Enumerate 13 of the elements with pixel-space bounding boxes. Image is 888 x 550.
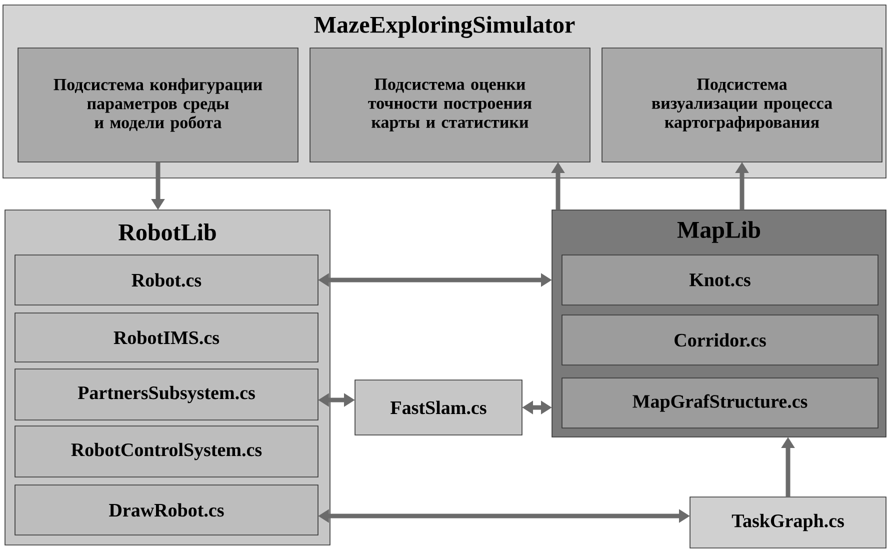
subsystem-box: Подсистема визуализации процесса картографирования	[602, 48, 882, 162]
file-box: TaskGraph.cs	[690, 496, 886, 548]
file-box: RobotControlSystem.cs	[14, 426, 318, 478]
file-box: PartnersSubsystem.cs	[14, 368, 318, 420]
subsystem-box: Подсистема конфигурации параметров среды и модели робота	[18, 48, 298, 162]
file-box: RobotIMS.cs	[14, 312, 318, 362]
file-box: MapGrafStructure.cs	[562, 378, 878, 428]
file-box: FastSlam.cs	[354, 380, 522, 436]
file-box: Knot.cs	[562, 254, 878, 306]
file-box: DrawRobot.cs	[14, 484, 318, 536]
file-box: Robot.cs	[14, 254, 318, 306]
file-box: Corridor.cs	[562, 314, 878, 366]
subsystem-box: Подсистема оценки точности построения карты и статистики	[310, 48, 590, 162]
